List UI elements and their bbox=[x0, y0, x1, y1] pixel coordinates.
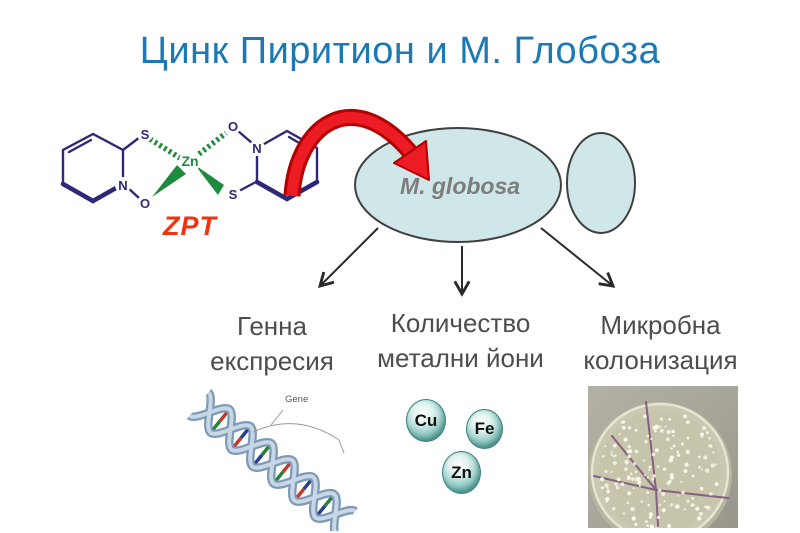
outcome-line: Микробна bbox=[600, 310, 721, 340]
cell-label: M. globosa bbox=[400, 173, 520, 199]
arrow-down-left-icon bbox=[317, 227, 379, 289]
atom-label-n: N bbox=[118, 178, 127, 193]
branch-arrows bbox=[317, 227, 616, 297]
ion-label-fe: Fe bbox=[474, 419, 495, 438]
bond-lines bbox=[60, 129, 320, 204]
outcome-line: колонизация bbox=[583, 345, 738, 375]
outcome-microbial-colonization: Микробна колонизация bbox=[568, 308, 753, 378]
outcome-line: експресия bbox=[210, 346, 334, 376]
outcome-gene-expression: Генна експресия bbox=[187, 309, 357, 379]
cell-bud-shape bbox=[566, 132, 636, 234]
dna-base-pairs bbox=[211, 410, 334, 517]
petri-dish-photo bbox=[588, 386, 738, 528]
atom-label-zn: Zn bbox=[181, 153, 198, 169]
ion-label-zn: Zn bbox=[451, 462, 472, 482]
zinc-wedge-bonds bbox=[152, 165, 224, 197]
zinc-hash-bonds bbox=[148, 130, 228, 161]
arrow-down-right-icon bbox=[540, 227, 616, 288]
metal-ion-cu: Cu bbox=[406, 399, 446, 442]
dish-agar bbox=[599, 411, 721, 528]
gene-label: Gene bbox=[285, 394, 308, 405]
atom-label-o2: O bbox=[228, 119, 238, 134]
zpt-molecule-structure: S N O O N S Zn bbox=[60, 118, 320, 211]
dna-strands bbox=[186, 389, 358, 531]
petri-dish-graphic bbox=[588, 401, 732, 528]
atom-label-o: O bbox=[140, 196, 150, 211]
outcome-metal-ions: Количество метални йони bbox=[368, 306, 553, 376]
zpt-label: ZPT bbox=[163, 211, 217, 241]
atom-label-s2: S bbox=[229, 187, 238, 202]
outcome-line: метални йони bbox=[377, 343, 544, 373]
atom-label-masks bbox=[115, 118, 265, 211]
page-title: Цинк Пиритион и М. Глобоза bbox=[139, 30, 661, 72]
outcome-line: Количество bbox=[390, 308, 531, 338]
gene-bracket bbox=[252, 423, 345, 454]
gene-annotation: Gene bbox=[252, 394, 345, 454]
atom-label-s: S bbox=[141, 127, 150, 142]
metal-ion-zn: Zn bbox=[442, 451, 481, 494]
atom-label-n2: N bbox=[252, 141, 261, 156]
colony-dots bbox=[600, 414, 719, 528]
outcome-line: Генна bbox=[237, 311, 307, 341]
gene-pointer-line bbox=[270, 409, 284, 426]
ion-label-cu: Cu bbox=[414, 410, 438, 430]
red-curved-arrow-icon bbox=[283, 109, 430, 197]
metal-ion-fe: Fe bbox=[466, 409, 503, 449]
dna-illustration: Gene bbox=[186, 389, 358, 531]
